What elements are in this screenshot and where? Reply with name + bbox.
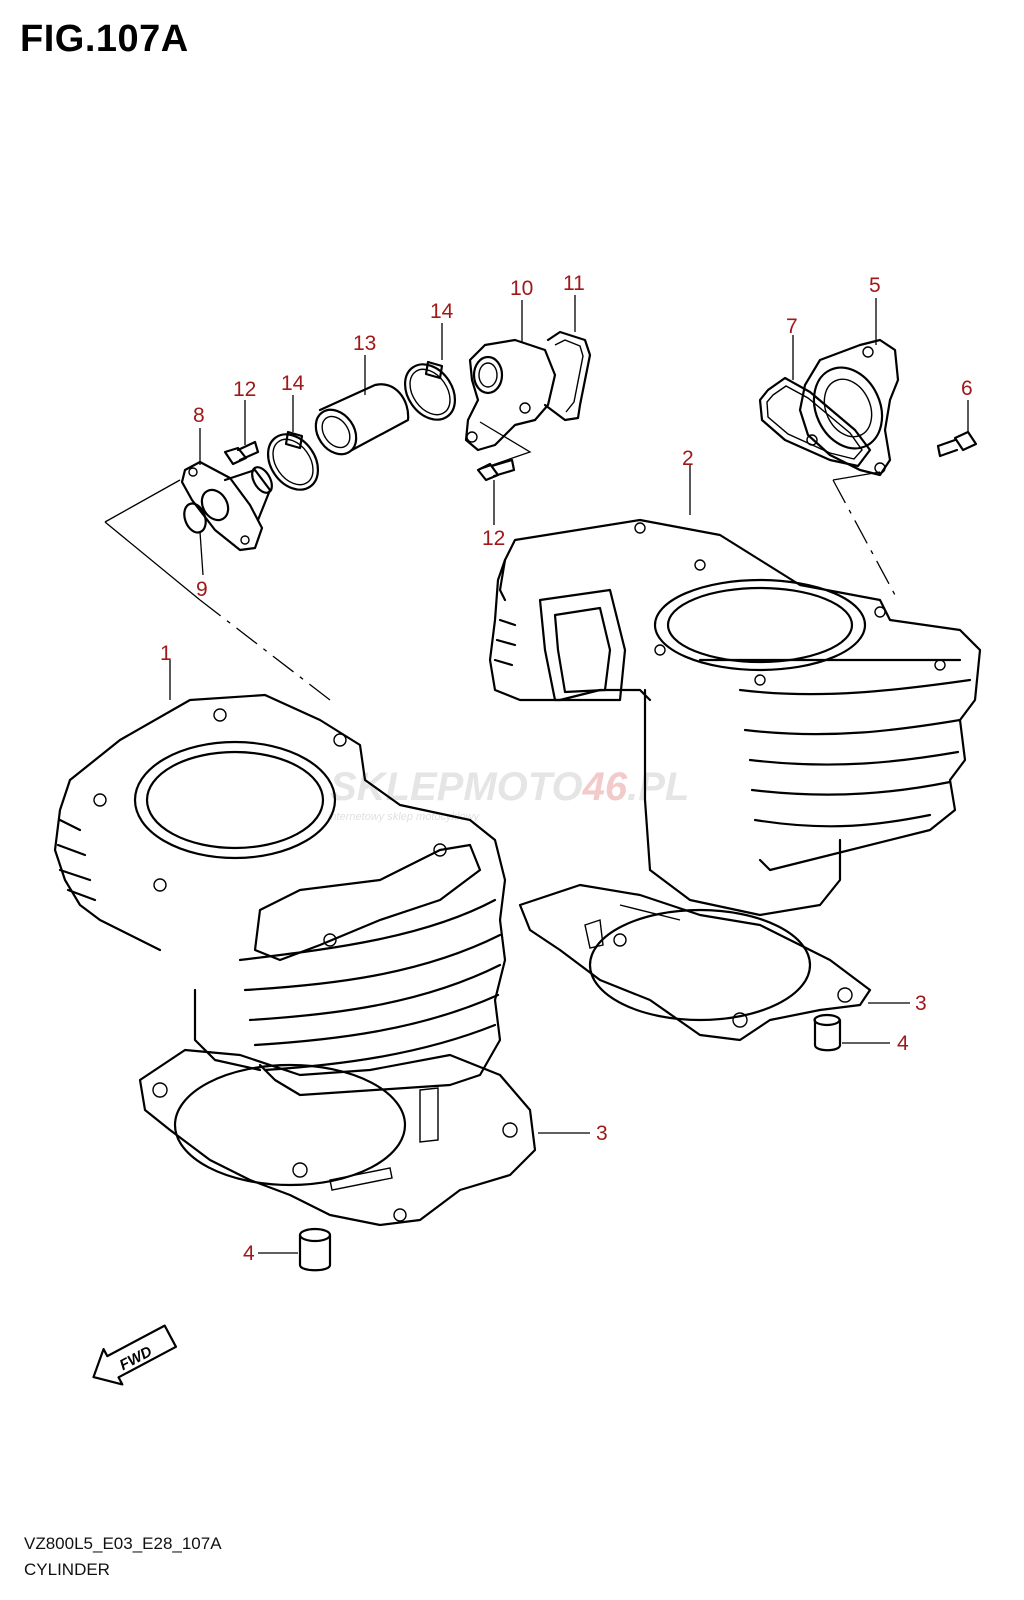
outlet-o-ring: [758, 376, 872, 468]
watermark: SKLEPMOTO46.PL internetowy sklep motocyk…: [328, 765, 689, 823]
figure-name: CYLINDER: [24, 1560, 110, 1579]
dowel-pin-upper: [813, 1013, 842, 1052]
watermark-brand-c: .PL: [627, 765, 689, 809]
callout-5: 5: [869, 274, 881, 297]
bolt-left: [223, 440, 260, 466]
assembly-lines: [104, 421, 896, 701]
callout-3-lower: 3: [596, 1122, 608, 1145]
figure-title: FIG.107A: [20, 18, 189, 60]
rear-cylinder: [488, 518, 982, 917]
callout-2: 2: [682, 447, 694, 470]
callout-12-center: 12: [482, 527, 505, 550]
callout-10: 10: [510, 277, 533, 300]
callout-9: 9: [196, 578, 208, 601]
water-hose: [314, 383, 410, 456]
rear-cylinder-gasket: [518, 883, 872, 1042]
watermark-brand-b: 46: [582, 765, 628, 809]
front-cylinder: [53, 693, 507, 1097]
callout-12-left: 12: [233, 378, 256, 401]
dowel-pin-lower: [298, 1227, 332, 1272]
callout-4-upper: 4: [897, 1032, 909, 1055]
hose-clamp-left: [266, 430, 320, 491]
callout-1: 1: [160, 642, 172, 665]
o-ring: [183, 502, 207, 534]
callout-7: 7: [786, 315, 798, 338]
water-inlet-fitting: [180, 460, 273, 552]
callout-14-left: 14: [281, 372, 305, 395]
hose-clamp-right: [403, 360, 457, 421]
svg-text:SKLEPMOTO46.PL: SKLEPMOTO46.PL: [330, 765, 689, 809]
callout-3-upper: 3: [915, 992, 927, 1015]
callout-11: 11: [563, 272, 585, 295]
bolt-right: [936, 430, 978, 458]
leader-lines: [169, 295, 969, 1254]
thermostat-gasket: [543, 330, 592, 422]
callout-13: 13: [353, 332, 376, 355]
water-outlet-cover: [798, 338, 900, 477]
fwd-direction-badge: FWD: [92, 1324, 178, 1386]
model-code: VZ800L5_E03_E28_107A: [24, 1534, 222, 1553]
bolt-center: [476, 458, 516, 482]
watermark-brand-a: SKLEPMOTO: [330, 765, 583, 809]
callout-labels: 1 2 3 3 4 4 5 6 7 8 9 10 11 12 12 13 14 …: [160, 272, 973, 1265]
callout-14-right: 14: [430, 300, 454, 323]
callout-6: 6: [961, 377, 973, 400]
front-cylinder-gasket: [138, 1048, 537, 1227]
callout-4-lower: 4: [243, 1242, 255, 1265]
callout-8: 8: [193, 404, 205, 427]
thermostat-case: [464, 338, 557, 452]
